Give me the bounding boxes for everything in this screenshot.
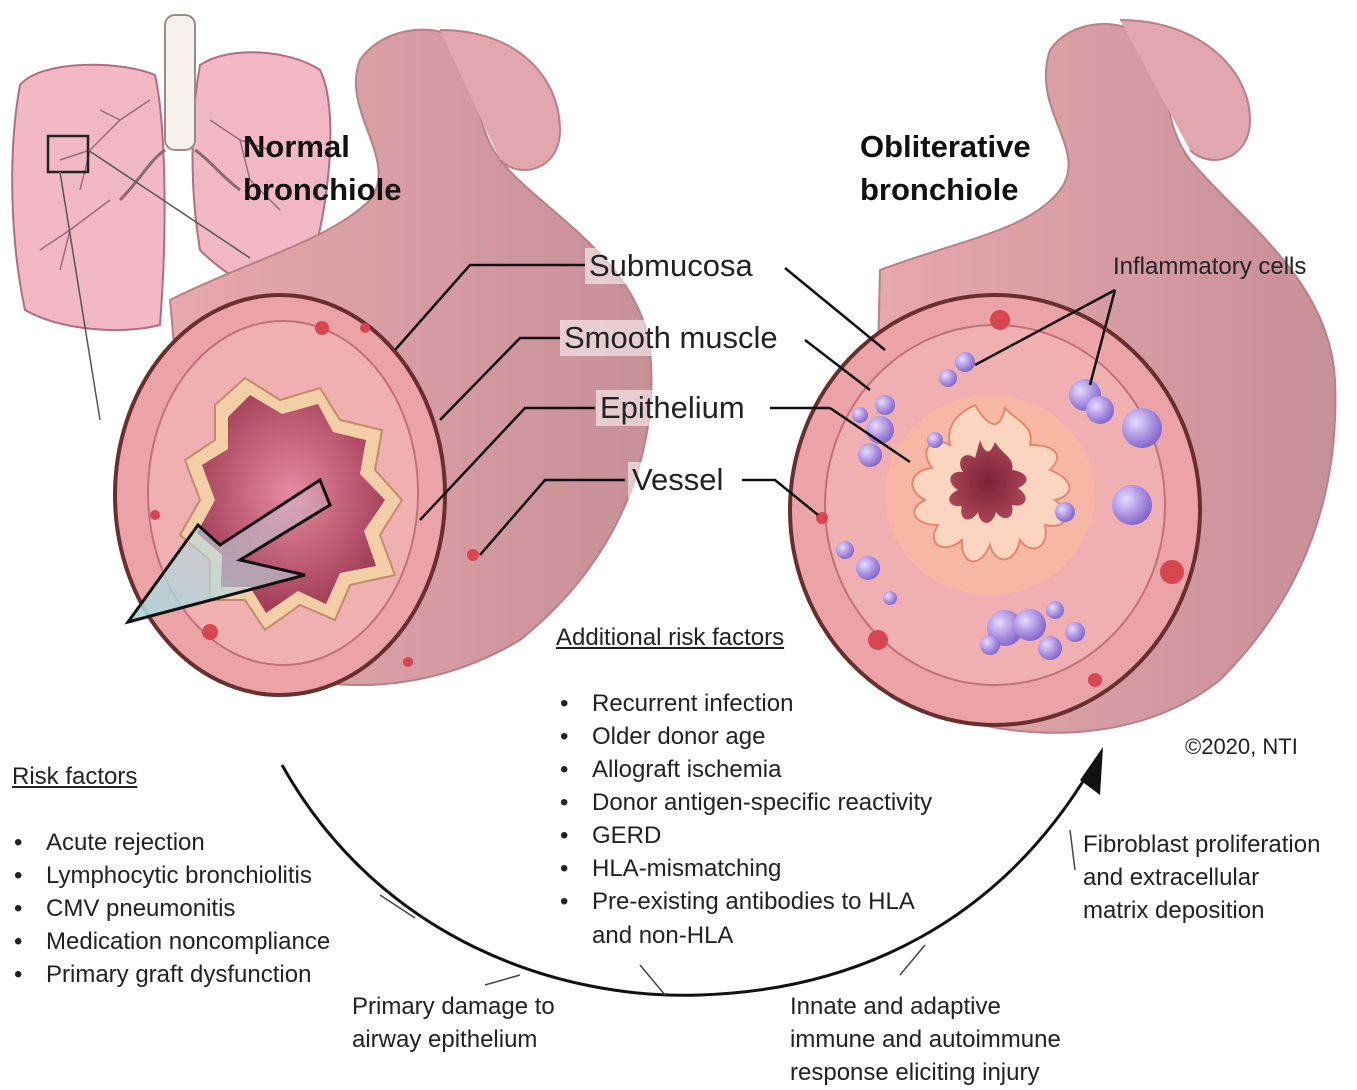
caption-line: immune and autoimmune [790, 1023, 1061, 1056]
copyright-notice: ©2020, NTI [1185, 734, 1298, 760]
list-item: Pre-existing antibodies to HLA [556, 885, 932, 918]
inflammatory-cells-label: Inflammatory cells [1113, 250, 1306, 283]
list-item: Primary graft dysfunction [10, 958, 330, 991]
epithelium-label: Epithelium [596, 390, 749, 426]
normal-title-line-2: bronchiole [243, 168, 401, 211]
submucosa-label: Submucosa [585, 248, 757, 284]
caption-line: matrix deposition [1083, 894, 1320, 927]
normal-bronchiole-title: Normal bronchiole [243, 125, 401, 211]
caption-line: airway epithelium [352, 1023, 555, 1056]
vessel-label: Vessel [628, 462, 727, 498]
obliterative-bronchiole-title: Obliterative bronchiole [860, 125, 1031, 211]
list-item: Older donor age [556, 720, 932, 753]
obliterative-title-line-2: bronchiole [860, 168, 1031, 211]
obliterative-title-line-1: Obliterative [860, 125, 1031, 168]
list-item: GERD [556, 819, 932, 852]
risk-factors-list: Acute rejection Lymphocytic bronchioliti… [10, 826, 330, 991]
normal-title-line-1: Normal [243, 125, 401, 168]
list-item: Allograft ischemia [556, 753, 932, 786]
additional-risk-factors-continuation: and non-HLA [592, 919, 733, 952]
list-item: Lymphocytic bronchiolitis [10, 859, 330, 892]
list-item: HLA-mismatching [556, 852, 932, 885]
primary-damage-caption: Primary damage to airway epithelium [352, 990, 555, 1056]
caption-line: response eliciting injury [790, 1056, 1061, 1089]
list-item: Medication noncompliance [10, 925, 330, 958]
list-item: CMV pneumonitis [10, 892, 330, 925]
smooth-muscle-label: Smooth muscle [560, 320, 782, 356]
additional-risk-factors-list: Recurrent infection Older donor age Allo… [556, 687, 932, 918]
list-item: Donor antigen-specific reactivity [556, 786, 932, 819]
fibroblast-caption: Fibroblast proliferation and extracellul… [1083, 828, 1320, 927]
caption-line: and extracellular [1083, 861, 1320, 894]
list-item: Acute rejection [10, 826, 330, 859]
risk-factors-heading: Risk factors [12, 763, 137, 791]
caption-line: Innate and adaptive [790, 990, 1061, 1023]
caption-line: Primary damage to [352, 990, 555, 1023]
list-item: Recurrent infection [556, 687, 932, 720]
immune-response-caption: Innate and adaptive immune and autoimmun… [790, 990, 1061, 1089]
additional-risk-factors-heading: Additional risk factors [556, 624, 784, 652]
caption-line: Fibroblast proliferation [1083, 828, 1320, 861]
